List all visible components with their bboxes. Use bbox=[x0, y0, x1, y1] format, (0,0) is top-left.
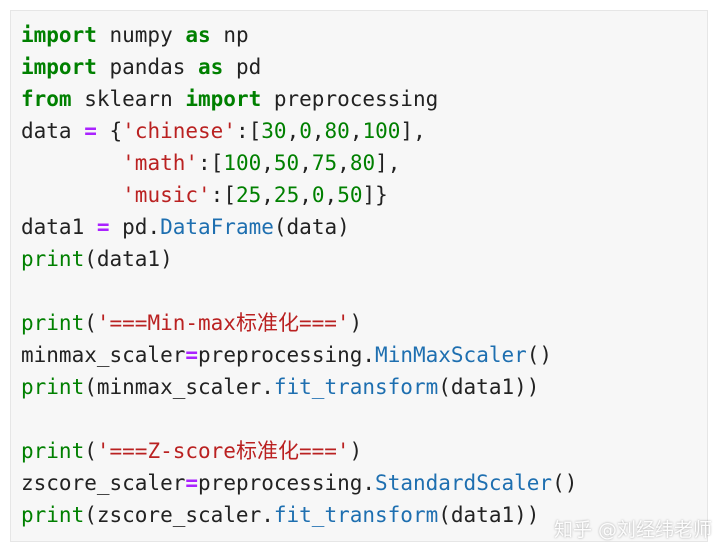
code-text: sklearn bbox=[71, 87, 186, 111]
code-text: ], bbox=[400, 119, 426, 143]
code-line: from sklearn import preprocessing bbox=[21, 83, 577, 115]
number-token: 80 bbox=[324, 119, 350, 143]
number-token: 50 bbox=[273, 151, 300, 175]
code-text bbox=[21, 151, 122, 175]
code-text: , bbox=[299, 151, 312, 175]
code-text: (data) bbox=[273, 215, 350, 239]
number-token: 25 bbox=[273, 183, 300, 207]
code-text: :[ bbox=[235, 119, 262, 143]
string-token: '===Z-score标准化===' bbox=[96, 439, 350, 463]
code-line: print(zscore_scaler.fit_transform(data1)… bbox=[21, 499, 577, 531]
code-line: print('===Z-score标准化===') bbox=[21, 435, 577, 467]
watermark: 知乎 @刘经纬老师 bbox=[553, 519, 712, 541]
code-line: minmax_scaler=preprocessing.MinMaxScaler… bbox=[21, 339, 577, 371]
operator-token: = bbox=[84, 119, 97, 143]
code-text: (zscore_scaler. bbox=[84, 503, 274, 527]
builtin-token: print bbox=[21, 247, 85, 271]
code-text: ], bbox=[375, 151, 401, 175]
code-text: data bbox=[21, 119, 85, 143]
code-text: preprocessing. bbox=[198, 343, 376, 367]
function-token: DataFrame bbox=[160, 215, 274, 239]
code-text: , bbox=[311, 119, 325, 143]
keyword-token: import bbox=[21, 23, 97, 47]
keyword-token: as bbox=[185, 23, 211, 47]
code-text: (data1)) bbox=[438, 503, 540, 527]
code-text: , bbox=[261, 151, 274, 175]
number-token: 75 bbox=[311, 151, 338, 175]
number-token: 0 bbox=[311, 183, 325, 207]
code-text: (data1)) bbox=[438, 375, 540, 399]
code-line: import pandas as pd bbox=[21, 51, 577, 83]
number-token: 100 bbox=[362, 119, 401, 143]
code-text: ) bbox=[349, 439, 363, 463]
code-line: 'math':[100,50,75,80], bbox=[21, 147, 577, 179]
code-text: ]} bbox=[362, 183, 388, 207]
code-line: print('===Min-max标准化===') bbox=[21, 307, 577, 339]
code-line: data1 = pd.DataFrame(data) bbox=[21, 211, 577, 243]
code-text: pandas bbox=[96, 55, 199, 79]
function-token: StandardScaler bbox=[375, 471, 553, 495]
code-text: np bbox=[210, 23, 249, 47]
code-text: , bbox=[299, 183, 312, 207]
code-line: print(minmax_scaler.fit_transform(data1)… bbox=[21, 371, 577, 403]
keyword-token: as bbox=[198, 55, 224, 79]
code-line: import numpy as np bbox=[21, 19, 577, 51]
builtin-token: print bbox=[21, 439, 85, 463]
number-token: 0 bbox=[299, 119, 312, 143]
number-token: 80 bbox=[349, 151, 376, 175]
string-token: 'chinese' bbox=[122, 119, 236, 143]
code-text: () bbox=[552, 471, 578, 495]
function-token: MinMaxScaler bbox=[375, 343, 527, 367]
string-token: '===Min-max标准化===' bbox=[96, 311, 350, 335]
code-text: , bbox=[286, 119, 300, 143]
string-token: 'music' bbox=[122, 183, 211, 207]
code-text: :[ bbox=[210, 183, 236, 207]
number-token: 100 bbox=[223, 151, 262, 175]
code-text bbox=[21, 183, 122, 207]
code-line: zscore_scaler=preprocessing.StandardScal… bbox=[21, 467, 577, 499]
code-text: (data1) bbox=[84, 247, 173, 271]
function-token: fit_transform bbox=[273, 375, 439, 399]
builtin-token: print bbox=[21, 311, 85, 335]
operator-token: = bbox=[185, 471, 199, 495]
code-text: :[ bbox=[198, 151, 224, 175]
number-token: 30 bbox=[261, 119, 287, 143]
code-text: preprocessing. bbox=[198, 471, 376, 495]
builtin-token: print bbox=[21, 375, 85, 399]
code-text: data1 bbox=[21, 215, 97, 239]
code-text: () bbox=[526, 343, 553, 367]
code-text: , bbox=[337, 151, 350, 175]
code-text: (minmax_scaler. bbox=[84, 375, 274, 399]
keyword-token: from bbox=[21, 87, 72, 111]
operator-token: = bbox=[185, 343, 199, 367]
code-line: print(data1) bbox=[21, 243, 577, 275]
code-text: { bbox=[96, 119, 123, 143]
code-text: numpy bbox=[96, 23, 186, 47]
code-line bbox=[21, 275, 577, 307]
builtin-token: print bbox=[21, 503, 85, 527]
number-token: 25 bbox=[235, 183, 262, 207]
code-text: pd bbox=[223, 55, 262, 79]
code-line bbox=[21, 403, 577, 435]
code-line: 'music':[25,25,0,50]} bbox=[21, 179, 577, 211]
string-token: 'math' bbox=[122, 151, 199, 175]
code-text: ) bbox=[349, 311, 363, 335]
operator-token: = bbox=[96, 215, 110, 239]
keyword-token: import bbox=[185, 87, 262, 111]
keyword-token: import bbox=[21, 55, 97, 79]
code-text: pd. bbox=[109, 215, 161, 239]
code-text: zscore_scaler bbox=[21, 471, 186, 495]
code-text: preprocessing bbox=[261, 87, 439, 111]
code-text: , bbox=[349, 119, 363, 143]
code-text: minmax_scaler bbox=[21, 343, 186, 367]
number-token: 50 bbox=[337, 183, 363, 207]
code-text: , bbox=[261, 183, 274, 207]
code-text: , bbox=[324, 183, 338, 207]
code-line: data = {'chinese':[30,0,80,100], bbox=[21, 115, 577, 147]
function-token: fit_transform bbox=[273, 503, 439, 527]
code-text: ( bbox=[84, 311, 97, 335]
code-text: ( bbox=[84, 439, 97, 463]
